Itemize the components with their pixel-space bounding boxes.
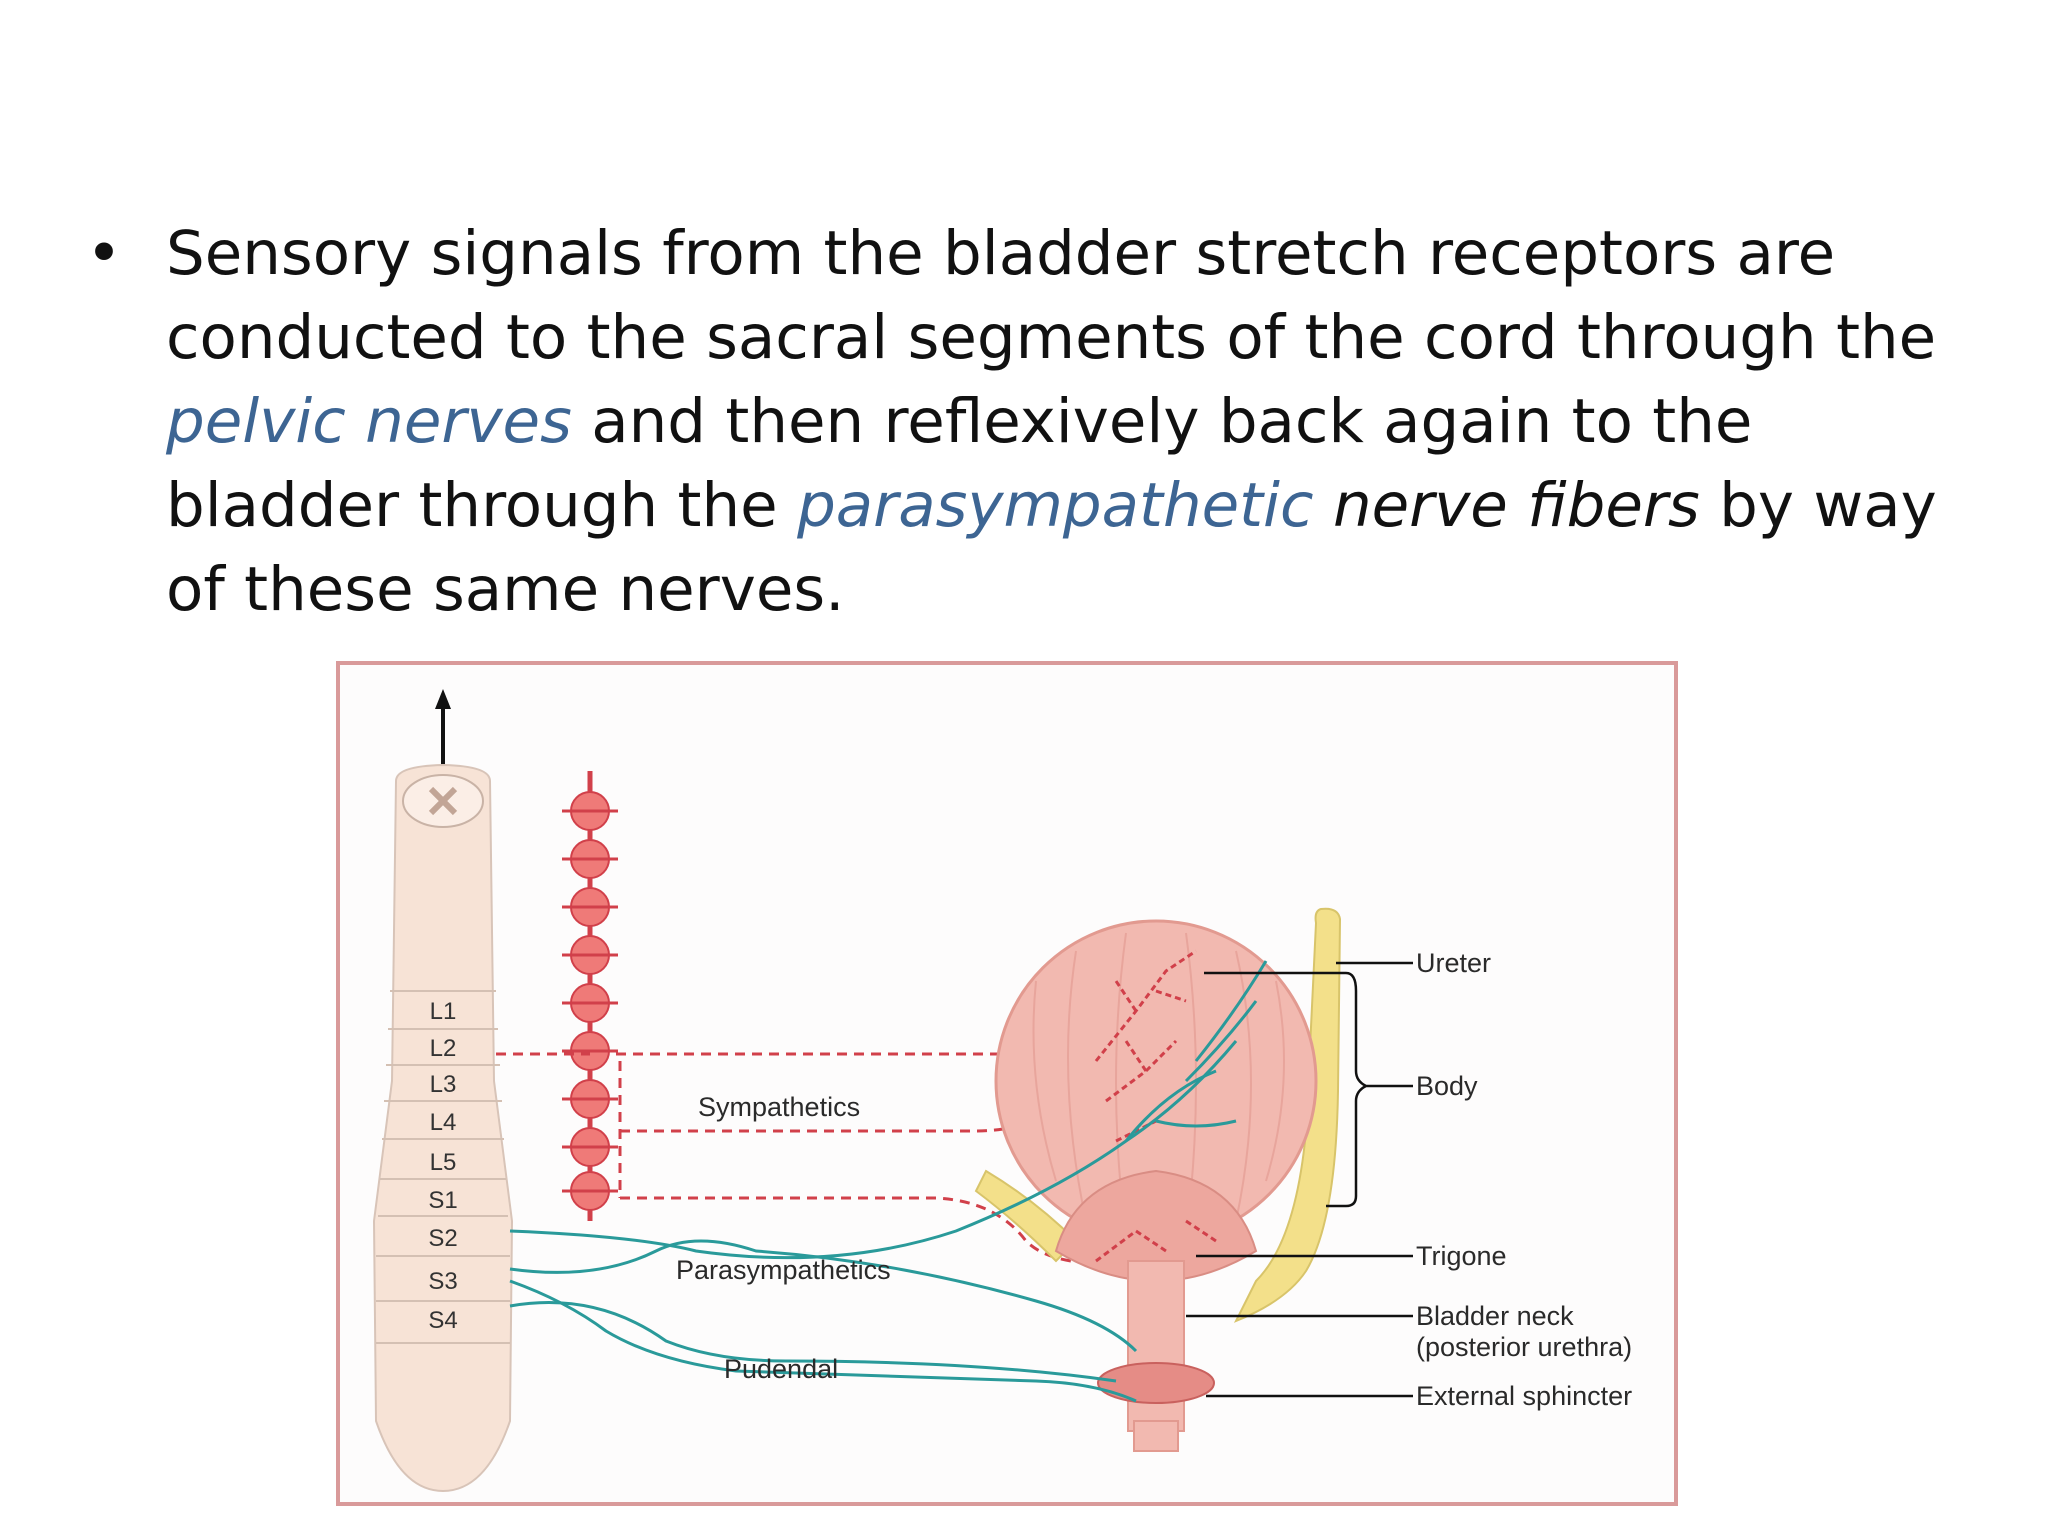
bullet-paragraph: • Sensory signals from the bladder stret… <box>86 212 1966 632</box>
segment-label: L3 <box>430 1071 457 1098</box>
segment-label: L1 <box>430 998 457 1025</box>
segment-label: L4 <box>430 1109 457 1136</box>
label-pudendal: Pudendal <box>724 1354 838 1384</box>
bullet-text: Sensory signals from the bladder stretch… <box>166 212 1966 632</box>
label-external-sphincter: External sphincter <box>1416 1381 1632 1411</box>
segment-label: S1 <box>428 1187 457 1214</box>
segment-label: L2 <box>430 1035 457 1062</box>
bladder-diagram: L1 L2 L3 L4 L5 S1 S2 S3 S4 <box>336 661 1678 1506</box>
spinal-cord <box>372 763 514 1493</box>
text-run-parasympathetic: parasympathetic <box>797 470 1314 541</box>
segment-label: L5 <box>430 1149 457 1176</box>
text-run: by way of these same nerves. <box>166 470 1937 625</box>
text-run-nerve-fibers: nerve fibers <box>1332 470 1700 541</box>
sympathetic-chain <box>562 771 618 1221</box>
segment-labels: L1 L2 L3 L4 L5 S1 S2 S3 S4 <box>428 998 457 1334</box>
bullet-marker: • <box>86 218 122 289</box>
segment-label: S2 <box>428 1225 457 1252</box>
text-run-pelvic-nerves: pelvic nerves <box>166 386 572 457</box>
label-trigone: Trigone <box>1416 1241 1507 1271</box>
cord-cross-section <box>402 774 484 828</box>
leader-lines <box>1186 961 1413 1398</box>
label-body: Body <box>1416 1071 1478 1101</box>
parasympathetic-pathways <box>509 960 1268 1403</box>
segment-label: S3 <box>428 1268 457 1295</box>
text-run: Sensory signals from the bladder stretch… <box>166 218 1937 373</box>
label-bladder-neck: Bladder neck <box>1416 1301 1574 1331</box>
label-parasympathetics: Parasympathetics <box>676 1255 891 1285</box>
ureter <box>1233 907 1342 1323</box>
label-posterior-urethra: (posterior urethra) <box>1416 1332 1632 1362</box>
text-run: and then reflexively back again to the b… <box>166 386 1753 541</box>
label-ureter: Ureter <box>1416 948 1491 978</box>
ureter-left <box>974 1169 1078 1263</box>
label-sympathetics: Sympathetics <box>698 1092 860 1122</box>
segment-dividers <box>376 990 510 1344</box>
text-run <box>1314 470 1333 541</box>
arrow-up-icon <box>435 689 451 765</box>
segment-label: S4 <box>428 1307 457 1334</box>
bladder-innervation-figure: L1 L2 L3 L4 L5 S1 S2 S3 S4 <box>336 661 1678 1506</box>
